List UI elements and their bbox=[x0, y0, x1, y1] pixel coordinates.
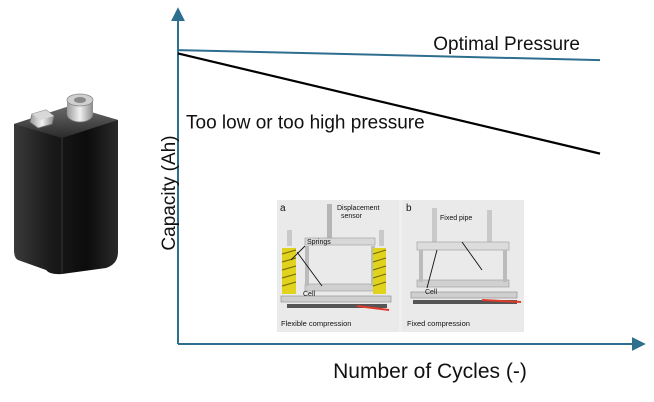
callout-displacement-sensor: Displacement sensor bbox=[337, 205, 381, 220]
caption-flexible: Flexible compression bbox=[281, 319, 351, 328]
compression-setup-inset: a Displacement sens bbox=[277, 200, 524, 332]
battery-terminal-right bbox=[66, 93, 94, 123]
callout-cell-b: Cell bbox=[425, 289, 438, 296]
battery-body bbox=[14, 106, 118, 275]
spring-left bbox=[281, 248, 297, 294]
series-line-1 bbox=[177, 49, 601, 62]
caption-fixed: Fixed compression bbox=[407, 319, 470, 328]
callout-fixed-pipe: Fixed pipe bbox=[440, 215, 472, 222]
battery-terminal-left bbox=[29, 109, 55, 129]
panel-a-letter: a bbox=[280, 203, 286, 214]
series-label-1: Optimal Pressure bbox=[433, 34, 580, 55]
series-line-2 bbox=[177, 52, 601, 155]
y-axis-label: Capacity (Ah) bbox=[159, 135, 180, 251]
callout-springs: Springs bbox=[307, 239, 331, 246]
callout-cell-a: Cell bbox=[303, 291, 316, 298]
battery-cell-image bbox=[14, 93, 118, 275]
callout-sensor-line2: sensor bbox=[341, 213, 363, 220]
x-axis-label: Number of Cycles (-) bbox=[333, 360, 527, 383]
spring-right bbox=[372, 248, 387, 294]
panel-b: b Fixed pipe Cell Fixed compression bbox=[406, 203, 522, 328]
series-label-2: Too low or too high pressure bbox=[186, 112, 425, 133]
panel-b-letter: b bbox=[406, 203, 412, 214]
displacement-sensor-rod bbox=[327, 204, 332, 244]
panel-a: a Displacement sens bbox=[280, 203, 392, 328]
callout-sensor-line1: Displacement bbox=[337, 205, 379, 212]
